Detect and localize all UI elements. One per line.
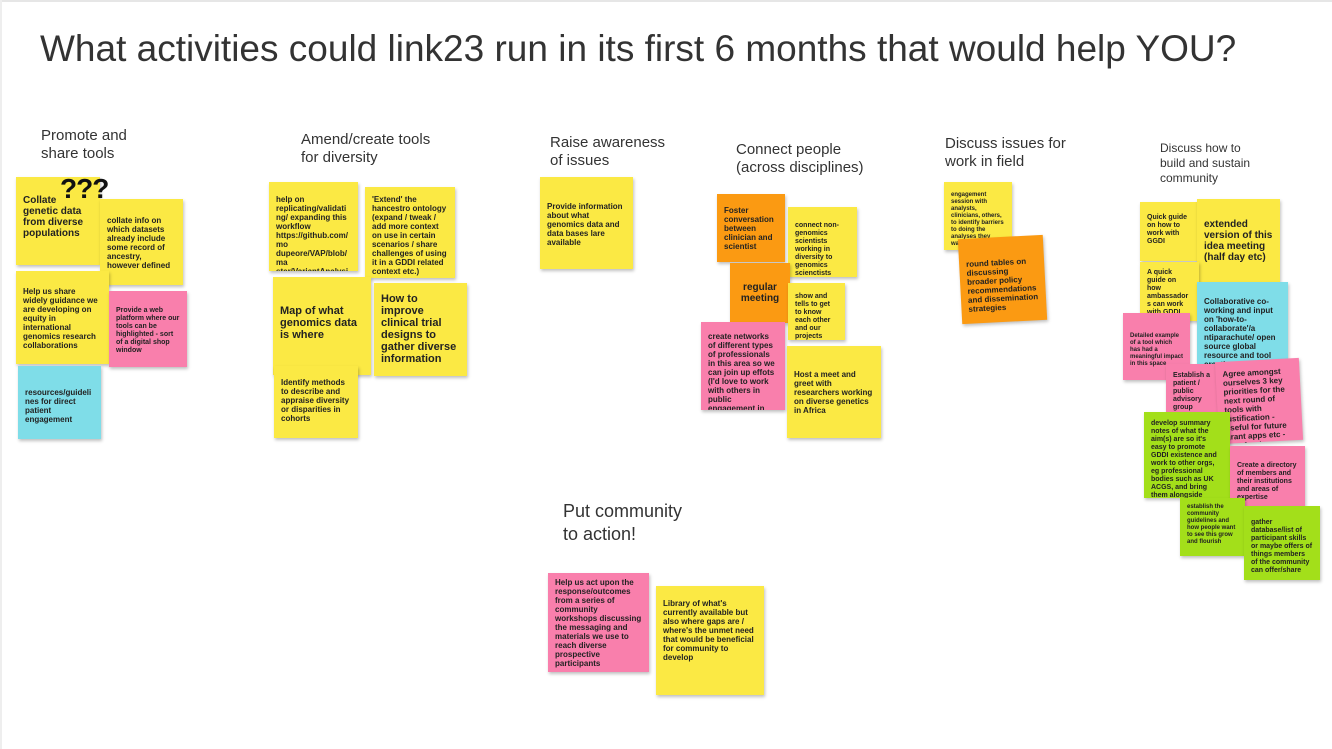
heading-put-community-to-action: Put community to action! bbox=[563, 501, 683, 544]
sticky-note[interactable]: How to improve clinical trial designs to… bbox=[374, 283, 467, 376]
sticky-note[interactable]: Map of what genomics data is where bbox=[273, 277, 371, 375]
sticky-note[interactable]: A quick guide on how ambassadors can wor… bbox=[1140, 262, 1199, 321]
sticky-note[interactable]: Identify methods to describe and apprais… bbox=[274, 366, 358, 438]
sticky-note[interactable]: Foster conversation between clinician an… bbox=[717, 194, 785, 262]
sticky-note[interactable]: Collate genetic data from diverse popula… bbox=[16, 177, 100, 265]
board-title: What activities could link23 run in its … bbox=[40, 28, 1237, 69]
sticky-note[interactable]: round tables on discussing broader polic… bbox=[957, 234, 1048, 325]
sticky-note[interactable]: develop summary notes of what the aim(s)… bbox=[1144, 412, 1230, 498]
sticky-note[interactable]: regular meeting bbox=[730, 263, 790, 323]
sticky-note[interactable]: create networks of different types of pr… bbox=[701, 322, 785, 410]
sticky-note[interactable]: show and tells to get to know each other… bbox=[788, 283, 845, 340]
sticky-note[interactable]: Provide information about what genomics … bbox=[540, 177, 633, 269]
sticky-note[interactable]: gather database/list of participant skil… bbox=[1244, 506, 1320, 580]
heading-amend-create-tools: Amend/create tools for diversity bbox=[301, 131, 431, 166]
sticky-note[interactable]: collate info on which datasets already i… bbox=[100, 199, 183, 285]
sticky-note[interactable]: connect non-genomics scientists working … bbox=[788, 207, 857, 277]
sticky-note[interactable]: Library of what's currently available bu… bbox=[656, 586, 764, 695]
sticky-note[interactable]: help on replicating/validating/ expandin… bbox=[269, 182, 358, 271]
sticky-note[interactable]: 'Extend' the hancestro ontology (expand … bbox=[365, 187, 455, 278]
board-left-border bbox=[0, 0, 2, 749]
sticky-note[interactable]: Help us act upon the response/outcomes f… bbox=[548, 573, 649, 672]
heading-promote-share-tools: Promote and share tools bbox=[41, 127, 127, 162]
board-top-border bbox=[0, 0, 1332, 2]
sticky-note[interactable]: Create a directory of members and their … bbox=[1230, 446, 1305, 506]
sticky-note[interactable]: Establish a patient / public advisory gr… bbox=[1166, 364, 1220, 418]
question-marks-annotation: ??? bbox=[60, 173, 109, 204]
sticky-note[interactable]: resources/guidelines for direct patient … bbox=[18, 366, 101, 439]
heading-discuss-community: Discuss how to build and sustain communi… bbox=[1160, 141, 1251, 185]
sticky-note[interactable]: Host a meet and greet with researchers w… bbox=[787, 346, 881, 438]
heading-raise-awareness: Raise awareness of issues bbox=[550, 134, 666, 169]
sticky-note[interactable]: Detailed example of a tool which has had… bbox=[1123, 313, 1190, 380]
sticky-note[interactable]: extended version of this idea meeting (h… bbox=[1197, 199, 1280, 282]
sticky-note[interactable]: Quick guide on how to work with GGDI bbox=[1140, 202, 1199, 261]
sticky-note[interactable]: Help us share widely guidance we are dev… bbox=[16, 271, 109, 364]
heading-discuss-issues: Discuss issues for work in field bbox=[945, 135, 1066, 170]
sticky-note[interactable]: Collaborative co-working and input on 'h… bbox=[1197, 282, 1288, 364]
sticky-note[interactable]: Provide a web platform where our tools c… bbox=[109, 291, 187, 367]
sticky-note[interactable]: establish the community guidelines and h… bbox=[1180, 498, 1245, 556]
heading-connect-people: Connect people (across disciplines) bbox=[736, 141, 864, 176]
